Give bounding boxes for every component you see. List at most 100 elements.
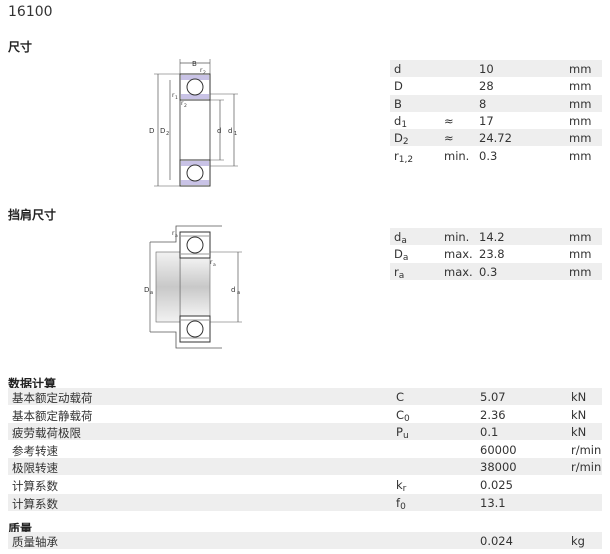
label: 质量轴承	[12, 535, 58, 549]
svg-text:2: 2	[203, 70, 206, 76]
symbol: D	[394, 79, 403, 93]
label-ra-bottom: r	[210, 259, 213, 266]
section-dimensions-heading: 尺寸	[8, 40, 33, 54]
symbol: f0	[396, 496, 406, 512]
symbol-text: f	[396, 495, 401, 510]
symbol-subscript: 0	[400, 501, 406, 512]
symbol-text: d	[394, 113, 402, 128]
label-ra-top: r	[172, 230, 175, 237]
section-abutment-heading: 挡肩尺寸	[8, 208, 57, 222]
qualifier: ≈	[444, 131, 454, 146]
symbol: da	[394, 230, 407, 246]
value: 24.72	[479, 131, 512, 146]
unit: kN	[571, 425, 587, 440]
label-D: D	[149, 127, 154, 135]
symbol: r1,2	[394, 149, 413, 165]
label: 疲劳载荷极限	[12, 426, 81, 441]
symbol-text: C	[396, 407, 405, 422]
unit: mm	[569, 264, 592, 279]
label: 计算系数	[12, 496, 58, 511]
symbol: d1	[394, 114, 407, 130]
qualifier: max.	[444, 247, 473, 262]
unit: r/min	[571, 442, 602, 457]
qualifier: min.	[444, 230, 470, 244]
value: 28	[479, 79, 494, 94]
svg-text:a: a	[175, 234, 178, 239]
value: 60000	[480, 442, 517, 457]
label: 基本额定动载荷	[12, 391, 93, 405]
label-r2: r	[181, 100, 184, 107]
value: 38000	[480, 460, 517, 475]
calculation-row: 参考转速 60000 r/min	[8, 441, 602, 458]
unit: kN	[571, 407, 587, 422]
abutment-row: ra max. 0.3 mm	[390, 262, 602, 281]
mass-row: 质量轴承 0.024 kg	[8, 532, 602, 549]
dimensions-row: d1 ≈17 mm	[390, 112, 602, 130]
value: 2.36	[480, 407, 506, 422]
value: 0.3	[479, 264, 498, 279]
calculation-row: 基本额定动载荷 C 5.07 kN	[8, 388, 602, 405]
label: 极限转速	[12, 461, 58, 476]
unit: mm	[569, 113, 592, 128]
section-calculation-heading: 数据计算	[8, 377, 57, 391]
symbol-text: P	[396, 425, 403, 440]
value: 0.025	[480, 478, 513, 492]
svg-text:2: 2	[166, 131, 169, 137]
label-d1: d	[228, 127, 232, 135]
unit: mm	[569, 148, 592, 163]
symbol-subscript: 1,2	[398, 154, 414, 165]
symbol-text: D	[394, 131, 403, 146]
unit: kg	[571, 534, 585, 548]
unit: mm	[569, 79, 592, 94]
symbol-text: D	[394, 247, 403, 262]
label: 计算系数	[12, 479, 58, 493]
symbol-subscript: a	[402, 253, 409, 264]
unit: kN	[571, 390, 587, 404]
unit: mm	[569, 247, 592, 262]
value: 0.024	[480, 534, 513, 548]
qualifier: max.	[444, 264, 473, 279]
value: 5.07	[480, 390, 506, 404]
svg-text:2: 2	[184, 103, 187, 109]
svg-text:a: a	[237, 290, 240, 296]
value: 0.1	[480, 425, 499, 440]
value: 17	[479, 113, 494, 128]
qualifier: ≈	[444, 113, 454, 128]
symbol: ra	[394, 265, 404, 281]
label: 参考转速	[12, 443, 58, 458]
svg-text:a: a	[213, 263, 216, 268]
symbol-text: r	[394, 148, 399, 163]
value: 14.2	[479, 230, 505, 244]
svg-text:a: a	[150, 290, 153, 296]
symbol: B	[394, 97, 402, 111]
symbol: C	[396, 390, 404, 404]
abutment-dimension-drawing: r a r a D a d a	[144, 225, 242, 349]
calculation-row: 计算系数 kr 0.025	[8, 476, 602, 494]
label: 基本额定静载荷	[12, 408, 93, 423]
symbol: Da	[394, 247, 408, 263]
symbol-text: k	[396, 478, 403, 492]
unit: mm	[569, 131, 592, 146]
label-r2-top: r	[200, 67, 203, 74]
label-B: B	[192, 60, 197, 68]
dimensions-row: B 8 mm	[390, 94, 602, 112]
unit: mm	[569, 96, 592, 111]
label-D2: D	[160, 127, 165, 135]
abutment-row: Da max. 23.8 mm	[390, 245, 602, 263]
unit: mm	[569, 62, 592, 76]
symbol: d	[394, 62, 401, 76]
value: 23.8	[479, 247, 505, 262]
bearing-dimension-drawing: B r 2 r 1 r 2 D D 2 d d 1	[149, 59, 238, 187]
symbol-subscript: a	[401, 236, 407, 246]
value: 0.3	[479, 148, 498, 163]
symbol-text: C	[396, 390, 405, 404]
symbol: kr	[396, 478, 406, 494]
product-title: 16100	[8, 4, 53, 20]
value: 8	[479, 96, 487, 111]
